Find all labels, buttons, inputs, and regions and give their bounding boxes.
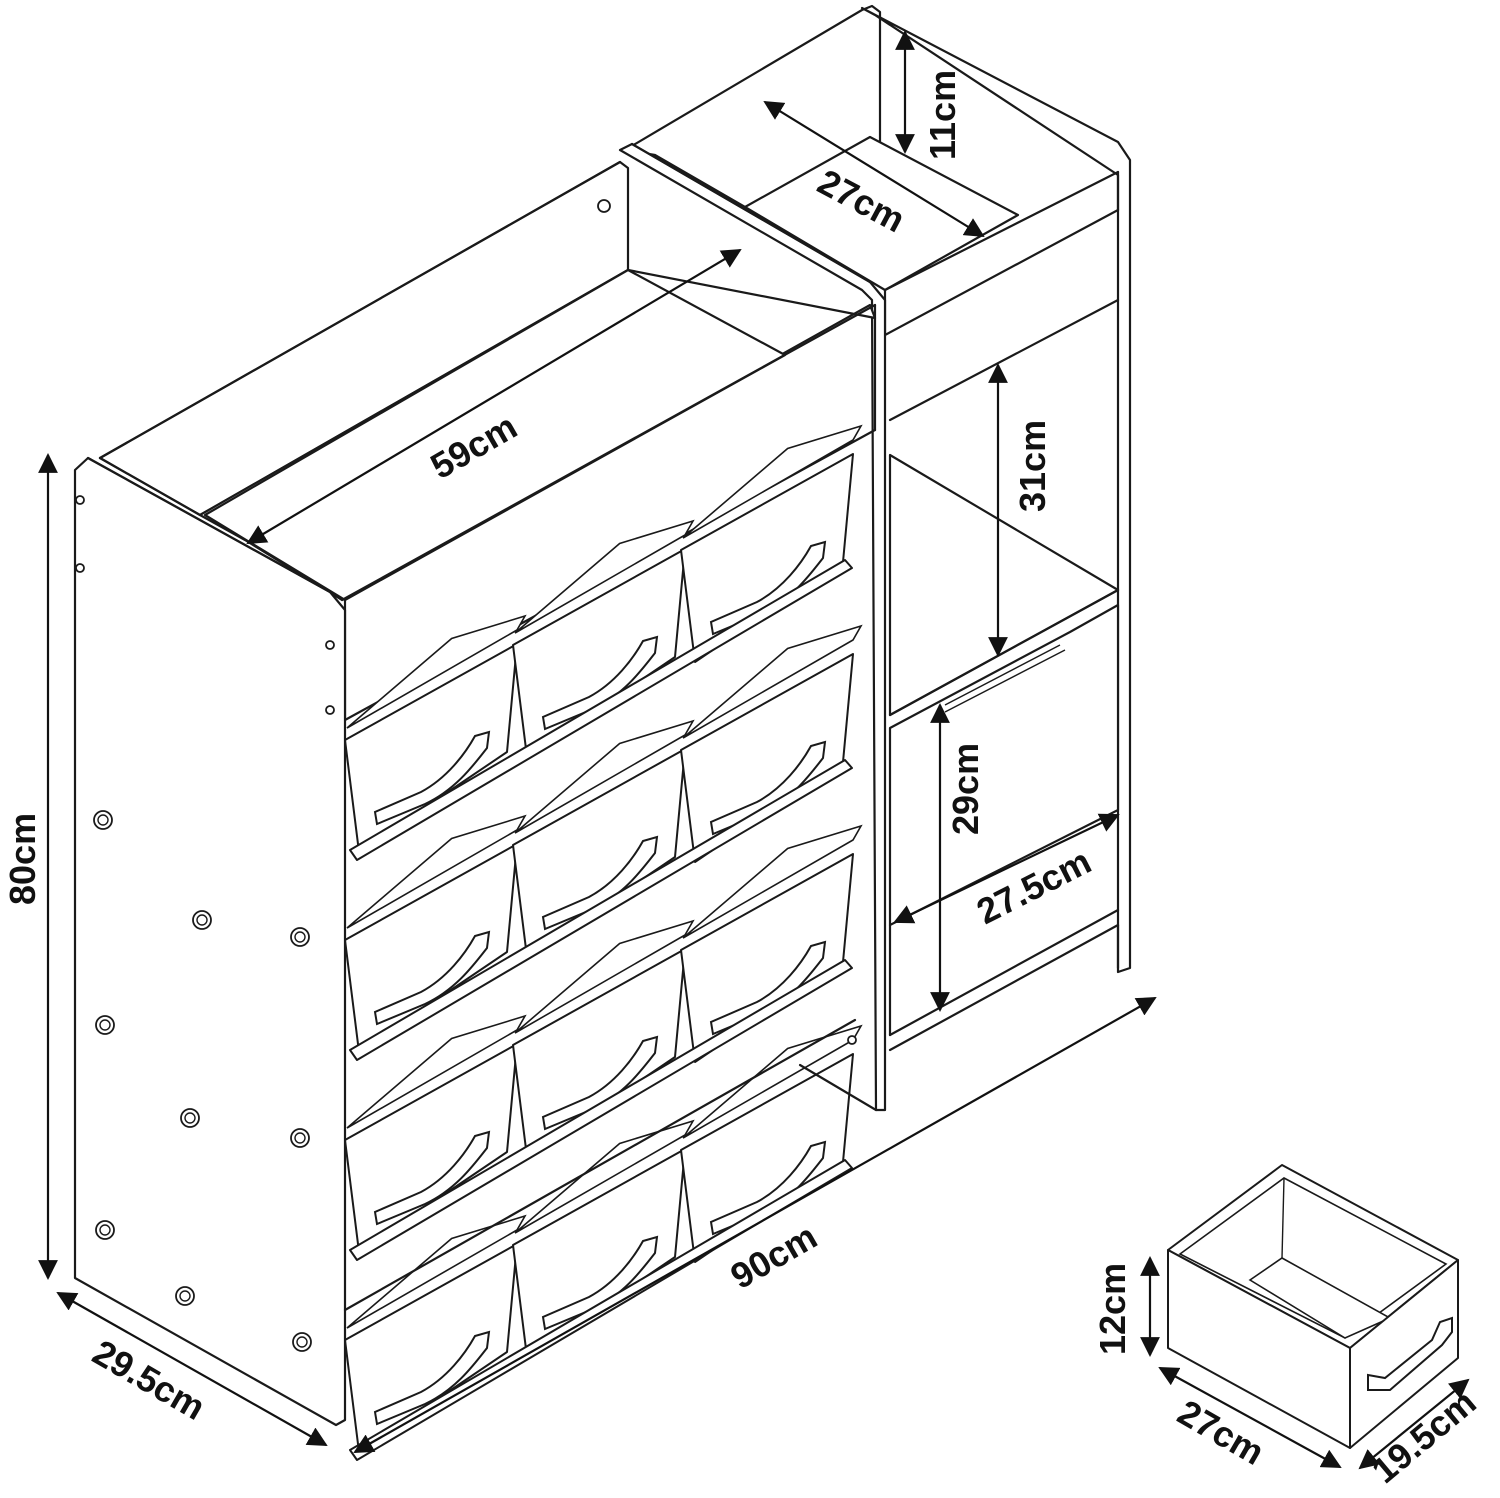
storage-bin <box>680 824 863 1063</box>
storage-bin <box>344 614 527 853</box>
storage-bin <box>512 919 695 1158</box>
label-top-compartment-height: 11cm <box>922 70 963 160</box>
label-middle-compartment-height: 31cm <box>1012 420 1053 512</box>
label-bin-height: 12cm <box>1092 1263 1133 1355</box>
label-bottom-compartment-height: 29cm <box>945 743 986 835</box>
shelf-rail <box>349 559 853 861</box>
label-overall-height: 80cm <box>2 813 43 905</box>
dimension-lines <box>38 30 1470 1470</box>
storage-bins <box>344 424 863 1461</box>
storage-bin <box>512 719 695 958</box>
storage-bin <box>512 1119 695 1358</box>
storage-bin <box>680 624 863 863</box>
storage-bin <box>680 424 863 663</box>
storage-bin <box>512 519 695 758</box>
label-bin-width: 27cm <box>1171 1391 1271 1473</box>
right-section-shelves <box>888 298 1120 1052</box>
storage-bin <box>680 1024 863 1263</box>
